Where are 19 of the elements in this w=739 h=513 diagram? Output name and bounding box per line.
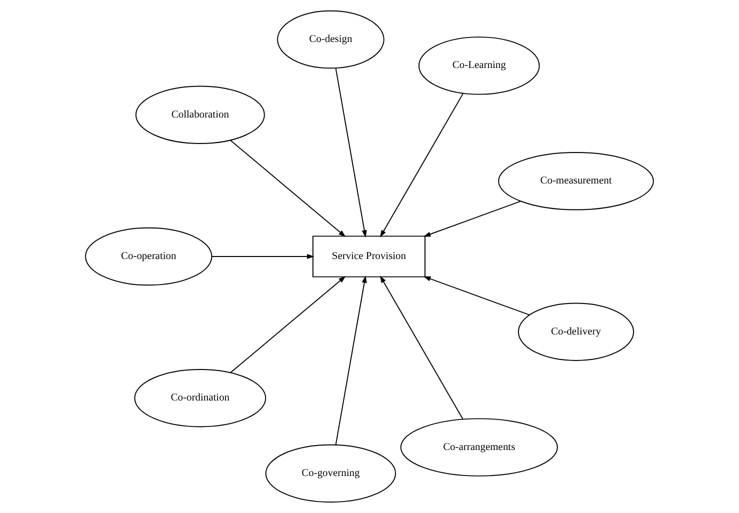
- arrow: [335, 276, 367, 446]
- node-ellipse: Co-design: [277, 10, 384, 69]
- arrow: [380, 276, 464, 420]
- node-ellipse: Co-governing: [265, 444, 396, 503]
- arrow: [230, 276, 346, 374]
- arrow: [335, 68, 367, 238]
- node-ellipse: Co-ordination: [134, 369, 266, 428]
- arrow: [211, 254, 314, 260]
- arrow: [423, 276, 530, 316]
- arrow: [230, 140, 346, 237]
- arrow: [380, 92, 464, 238]
- node-ellipse: Co-delivery: [518, 302, 634, 361]
- node-ellipse: Co-Learning: [418, 36, 540, 95]
- node-ellipse: Collaboration: [135, 86, 265, 144]
- arrow: [423, 200, 521, 237]
- node-box: Service Provision: [312, 236, 426, 278]
- node-ellipse: Co-arrangements: [400, 418, 558, 476]
- node-ellipse: Co-measurement: [498, 152, 654, 210]
- node-ellipse: Co-operation: [85, 227, 212, 286]
